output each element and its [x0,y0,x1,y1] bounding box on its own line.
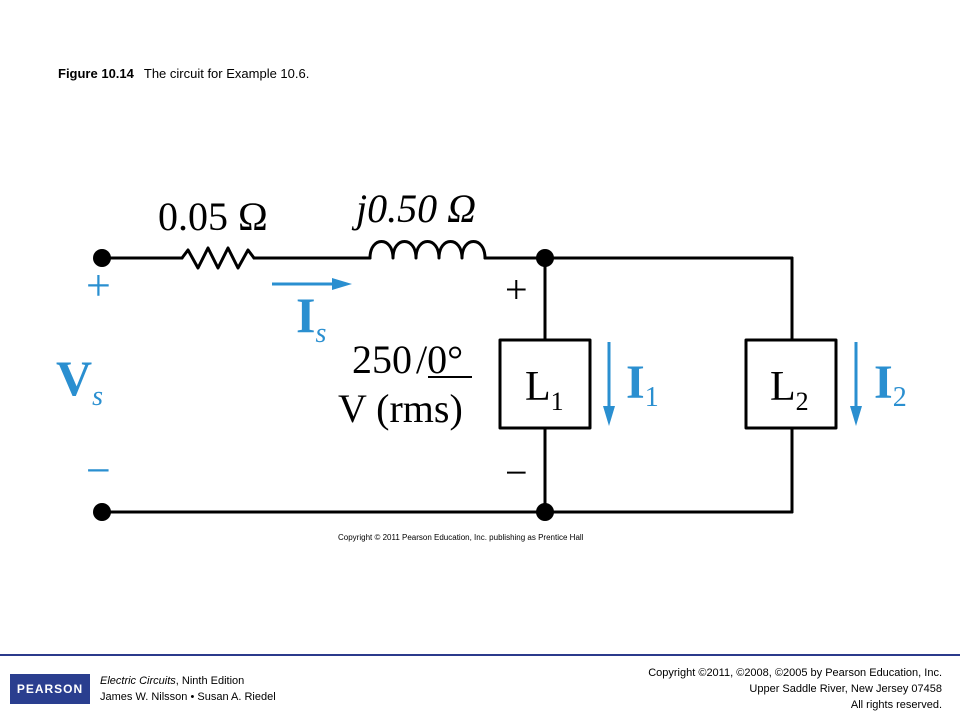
book-edition: , Ninth Edition [175,675,245,687]
book-title: Electric Circuits [100,675,176,687]
copyright-line-2: Upper Saddle River, New Jersey 07458 [749,683,942,695]
publisher-copyright: Copyright ©2011, ©2008, ©2005 by Pearson… [648,665,942,713]
current-1-label: I1 [626,356,659,413]
load-1-subscript: 1 [551,387,564,416]
load-1-symbol: L [525,364,551,410]
load-voltage-magnitude: 250 [352,337,412,382]
source-plus: + [86,261,111,310]
inductor [368,240,487,260]
inductor-label: j0.50 Ω [351,186,476,231]
current-1-symbol: I [626,356,645,409]
current-2-symbol: I [874,356,893,409]
load-2-subscript: 2 [796,387,809,416]
figure-title: The circuit for Example 10.6. [143,66,310,81]
source-current-subscript: s [315,318,326,349]
current-1-arrowhead [603,406,615,426]
figure-caption: Figure 10.14 The circuit for Example 10.6… [58,66,309,81]
terminal-top [93,249,111,267]
load-2-symbol: L [770,364,796,410]
load-1-box [498,338,592,430]
resistor [180,246,256,270]
node-bottom [536,503,554,521]
terminal-bottom [93,503,111,521]
current-2-label: I2 [874,356,907,413]
source-current-label: Is [296,287,326,349]
book-authors: James W. Nilsson • Susan A. Riedel [100,691,276,703]
load-plus: + [505,267,528,312]
source-voltage-symbol: V [56,350,92,406]
node-top [536,249,554,267]
load-1-label: L1 [525,364,564,416]
current-2-subscript: 2 [893,382,907,413]
copyright-line-3: All rights reserved. [850,699,942,711]
source-voltage-subscript: s [92,381,103,412]
figure-copyright: Copyright © 2011 Pearson Education, Inc.… [338,533,584,542]
source-current-arrowhead [332,278,352,290]
source-minus: − [86,446,111,495]
load-voltage-value: 250/0° [352,337,463,382]
book-info: Electric Circuits, Ninth Edition James W… [100,673,276,705]
load-voltage-angle: /0° [416,337,463,382]
source-current-symbol: I [296,287,315,343]
load-voltage-unit: V (rms) [338,386,463,431]
footer-divider [0,654,960,656]
source-voltage-label: Vs [56,350,103,412]
resistor-label: 0.05 Ω [158,194,268,239]
book-title-line: Electric Circuits, Ninth Edition [100,673,276,689]
circuit-diagram: 0.05 Ω j0.50 Ω + − Vs Is + − 250/0° V (r… [56,186,907,521]
current-1-subscript: 1 [645,382,659,413]
load-2-box [744,338,838,430]
figure-number: Figure 10.14 [58,66,134,81]
current-2-arrowhead [850,406,862,426]
load-2-label: L2 [770,364,809,416]
copyright-line-1: Copyright ©2011, ©2008, ©2005 by Pearson… [648,667,942,679]
pearson-logo: PEARSON [10,674,90,704]
load-minus: − [505,450,528,495]
